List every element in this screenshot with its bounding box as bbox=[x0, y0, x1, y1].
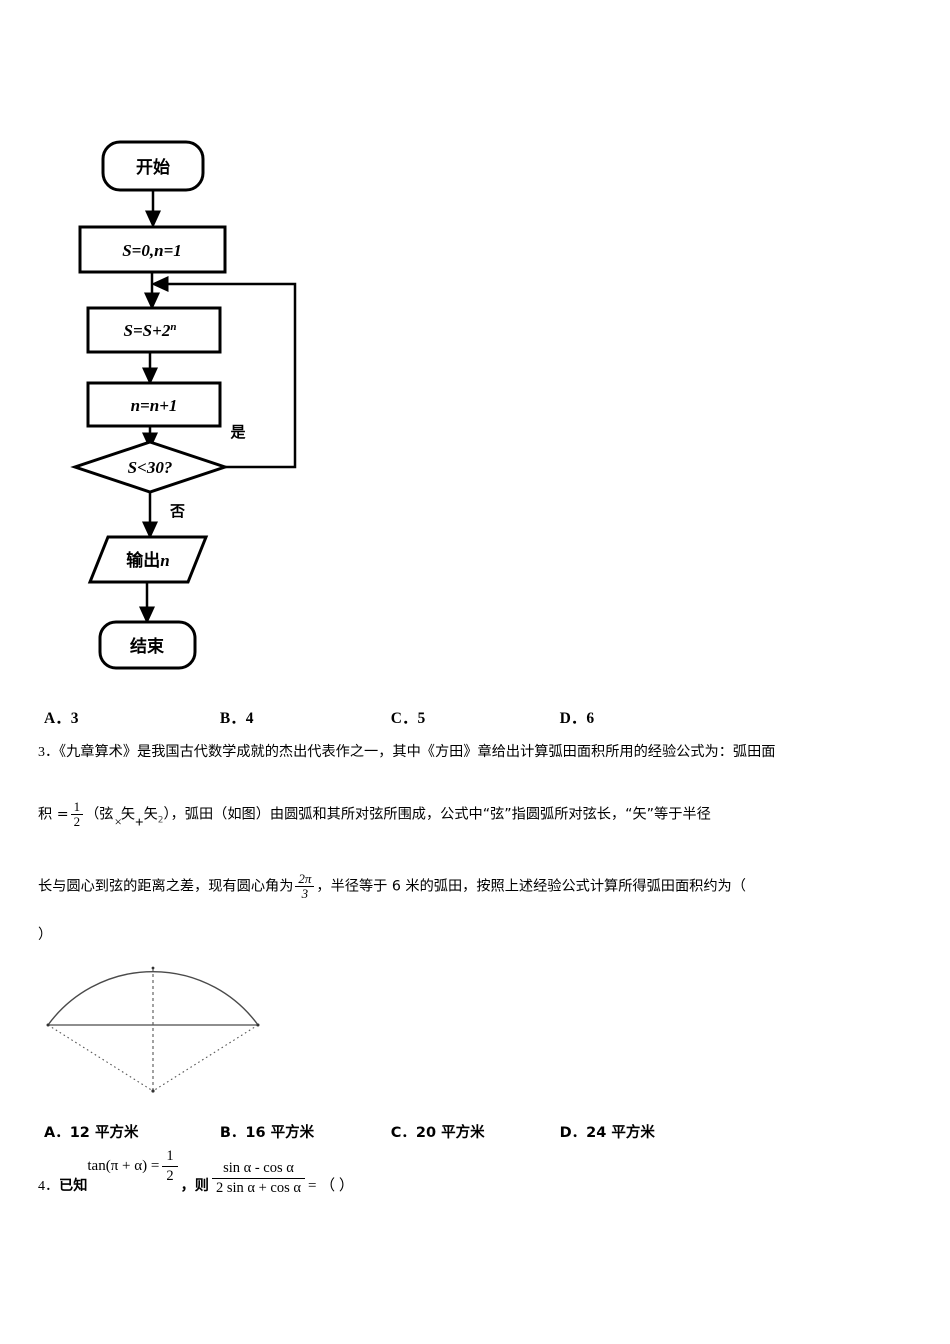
plus-operator: + bbox=[135, 814, 144, 831]
question3-line3-suffix: ，半径等于 6 米的弧田，按照上述经验公式计算所得弧田面积约为（ bbox=[316, 878, 746, 895]
flowchart-increment-label: n=n+1 bbox=[131, 396, 178, 415]
question3-line1-text: 《九章算术》是我国古代数学成就的杰出代表作之一，其中《方田》章给出计算弧田面积所… bbox=[59, 744, 776, 760]
question4-known-label: 已知 bbox=[59, 1178, 88, 1195]
radius-left bbox=[47, 1024, 154, 1092]
fraction-numerator: 1 bbox=[73, 799, 81, 814]
flowchart-end-label: 结束 bbox=[130, 636, 164, 657]
question4-equals-blank: = （ ） bbox=[307, 1178, 354, 1195]
question3-options-row: A．12 平方米 B．16 平方米 C．20 平方米 D．24 平方米 bbox=[44, 1121, 904, 1142]
flowchart-output-label: 输出n bbox=[126, 550, 169, 571]
ratio-denominator: 2 sin α + cos α bbox=[211, 1177, 305, 1197]
ratio-numerator: sin α - cos α bbox=[223, 1160, 294, 1176]
flowchart-loopback-path bbox=[150, 276, 297, 469]
tan-denominator: 2 bbox=[162, 1165, 178, 1185]
flowchart-decision-label: S<30? bbox=[128, 458, 173, 477]
question3-shi-1: 矢 bbox=[120, 806, 136, 823]
vertex-right bbox=[256, 1023, 260, 1027]
question3-option-b[interactable]: B．16 平方米 bbox=[219, 1125, 315, 1141]
question3-line3-prefix: 长与圆心到弦的距离之差，现有圆心角为 bbox=[38, 878, 294, 895]
flowchart-init-shape bbox=[78, 225, 227, 274]
question3-option-a[interactable]: A．12 平方米 bbox=[44, 1125, 139, 1141]
question2-option-c[interactable]: C．5 bbox=[390, 710, 426, 727]
flowchart-start-label: 开始 bbox=[136, 157, 170, 178]
question3-shi-2-exponent: 2 bbox=[157, 815, 164, 826]
circle-center-point bbox=[151, 1089, 155, 1093]
question3-line1: 3．《九章算术》是我国古代数学成就的杰出代表作之一，其中《方田》章给出计算弧田面… bbox=[38, 742, 918, 763]
flowchart-accumulate-label: S=S+2n bbox=[124, 321, 177, 340]
question4-number: 4． bbox=[38, 1179, 59, 1195]
flowchart-no-label: 否 bbox=[169, 502, 185, 520]
question4-then-label: ，则 bbox=[180, 1178, 209, 1195]
arc-curve bbox=[47, 970, 259, 1026]
flowchart-accumulate-shape bbox=[86, 306, 222, 354]
question3-number: 3． bbox=[38, 745, 59, 760]
question3-option-c[interactable]: C．20 平方米 bbox=[390, 1125, 485, 1141]
vertex-left bbox=[46, 1023, 50, 1027]
flowchart-output-shape bbox=[87, 535, 209, 584]
times-operator: × bbox=[114, 813, 122, 829]
question3-formula-open: （弦 bbox=[85, 806, 114, 823]
flowchart-end-shape bbox=[98, 620, 197, 670]
tan-numerator: 1 bbox=[166, 1148, 174, 1164]
flowchart-increment-shape bbox=[86, 381, 222, 428]
fraction-denominator: 2 bbox=[70, 813, 84, 829]
angle-denominator: 3 bbox=[295, 885, 315, 901]
question2-option-d[interactable]: D．6 bbox=[559, 710, 595, 727]
question3-option-d[interactable]: D．24 平方米 bbox=[559, 1125, 655, 1141]
question2-option-b[interactable]: B．4 bbox=[219, 710, 254, 727]
flowchart-figure: 开始 S=0,n=1 S=S+2n n=n+1 S<30? bbox=[40, 120, 380, 680]
angle-numerator: 2π bbox=[298, 871, 312, 886]
arc-field-figure bbox=[30, 960, 290, 1100]
question4-tan-expression: tan(π + α) = bbox=[87, 1158, 160, 1175]
question2-options-row: A．3 B．4 C．5 D．6 bbox=[44, 706, 904, 728]
question3-close-paren: ） bbox=[38, 927, 53, 943]
flowchart-yes-label: 是 bbox=[229, 423, 246, 441]
question3-formula-prefix: 积 = bbox=[38, 806, 69, 823]
arc-apex-point bbox=[151, 966, 155, 970]
question3-shi-2: 矢 bbox=[143, 806, 158, 823]
question2-option-a[interactable]: A．3 bbox=[44, 710, 79, 727]
flowchart-init-label: S=0,n=1 bbox=[122, 241, 182, 260]
radius-right bbox=[152, 1024, 259, 1092]
question3-formula-rest: ），弧田（如图）由圆弧和其所对弦所围成，公式中“弦”指圆弧所对弦长，“矢”等于半… bbox=[163, 806, 711, 823]
question3-line4: ） bbox=[38, 925, 918, 945]
